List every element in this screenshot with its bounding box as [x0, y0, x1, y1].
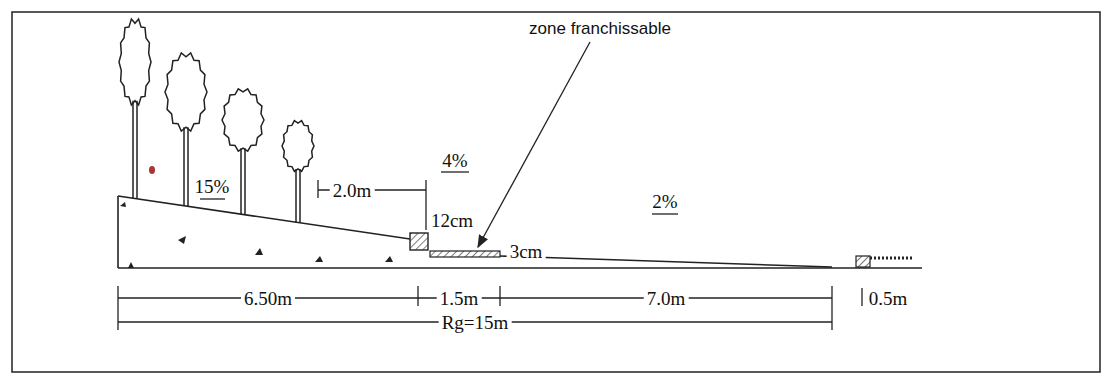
zone-label: zone franchissable: [529, 20, 671, 37]
frame: [12, 12, 1100, 372]
slope-percent: 2%: [652, 192, 677, 211]
tree-trunk: [299, 169, 301, 223]
slope-percent: 15%: [195, 177, 230, 196]
tree-trunk: [136, 101, 138, 199]
right-curb: [856, 256, 870, 267]
tree-trunk: [244, 148, 246, 215]
embankment: [118, 196, 922, 268]
tree-crown: [119, 19, 151, 105]
shoulder-strip: [430, 251, 500, 257]
width-dimension: 7.0m: [644, 289, 689, 308]
width-dimension: 0.5m: [869, 289, 908, 308]
trees: [119, 19, 314, 223]
height-dimension: 12cm: [431, 211, 473, 230]
height-dimension: 3cm: [507, 242, 546, 261]
dimension-lines: [118, 172, 862, 330]
tree-trunk: [187, 127, 189, 206]
tree-trunk: [132, 101, 134, 199]
tree-crown: [165, 53, 207, 131]
tree-crown: [282, 121, 314, 172]
slope-percent: 4%: [442, 151, 467, 170]
width-dimension: 6.50m: [241, 289, 295, 308]
leader-line: [478, 42, 590, 247]
tree-trunk: [295, 169, 297, 223]
width-dimension: 1.5m: [437, 289, 482, 308]
total-width-dimension: Rg=15m: [439, 313, 512, 332]
tree-trunk: [183, 127, 185, 206]
embankment-marks: [120, 166, 393, 268]
curb: [410, 233, 428, 250]
tree-trunk: [240, 148, 242, 215]
distance-dimension: 2.0m: [330, 181, 375, 200]
right-edge: [870, 257, 912, 260]
tree-crown: [222, 89, 264, 151]
